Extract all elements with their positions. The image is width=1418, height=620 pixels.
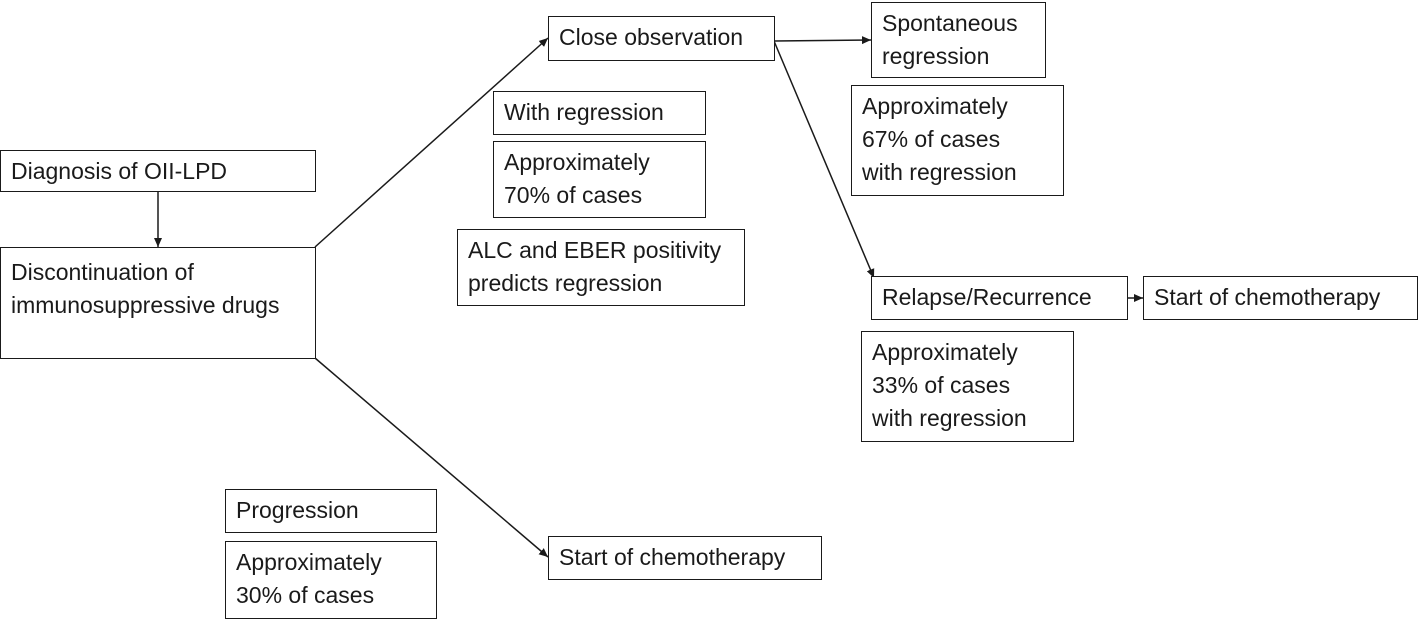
progression-box: Progression — [225, 489, 437, 533]
arrow-discontinuation-to-chemotherapy — [314, 357, 549, 558]
start-chemotherapy-right-box: Start of chemotherapy — [1143, 276, 1418, 320]
approx-33-box: Approximately 33% of cases with regressi… — [861, 331, 1074, 442]
approx-67-box: Approximately 67% of cases with regressi… — [851, 85, 1064, 196]
arrow-discontinuation-to-close-observation — [314, 37, 549, 248]
spontaneous-regression-box: Spontaneous regression — [871, 2, 1046, 78]
approx-30-box: Approximately 30% of cases — [225, 541, 437, 619]
approx-70-box: Approximately 70% of cases — [493, 141, 706, 218]
relapse-box: Relapse/Recurrence — [871, 276, 1128, 320]
diagnosis-box: Diagnosis of OII-LPD — [0, 150, 316, 192]
alc-eber-box: ALC and EBER positivity predicts regress… — [457, 229, 745, 306]
with-regression-box: With regression — [493, 91, 706, 135]
discontinuation-box: Discontinuation of immunosuppressive dru… — [0, 247, 316, 359]
arrow-close-observation-to-spontaneous-regression — [773, 36, 872, 45]
arrow-close-observation-to-relapse — [773, 40, 875, 279]
close-observation-box: Close observation — [548, 16, 775, 61]
start-chemotherapy-bottom-box: Start of chemotherapy — [548, 536, 822, 580]
